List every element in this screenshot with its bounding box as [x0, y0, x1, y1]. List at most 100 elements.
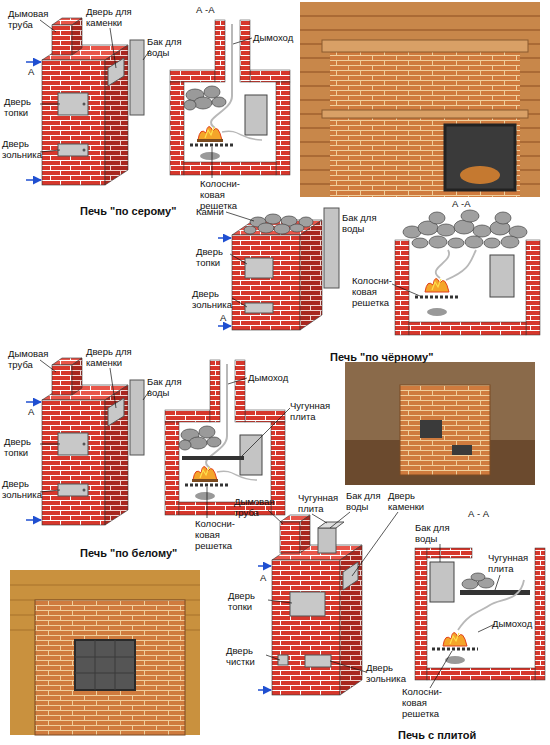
- stone: [212, 97, 226, 107]
- stone: [465, 236, 483, 248]
- part-label: Дверь топки: [4, 436, 42, 458]
- chimney-side: [300, 515, 310, 553]
- stove-side: [105, 45, 128, 185]
- smoke-path: [436, 250, 476, 280]
- stones: [403, 210, 527, 248]
- part-label: Бак для воды: [342, 212, 387, 234]
- stone: [437, 224, 455, 236]
- part-label: Дверь зольника: [192, 288, 232, 310]
- fireplace-door: [445, 125, 515, 190]
- part-label: Дымоход: [492, 618, 536, 629]
- stove-caption: Печь с плитой: [398, 730, 518, 741]
- stone: [484, 238, 500, 248]
- stove-door: [452, 445, 472, 455]
- stove-caption: Печь "по серому": [80, 206, 210, 217]
- ash: [200, 152, 220, 160]
- section-arrow: [258, 689, 271, 691]
- smoke-path: [222, 131, 262, 140]
- stove-door: [420, 420, 442, 438]
- chimney-side: [72, 18, 82, 55]
- stones: [244, 214, 313, 234]
- section-interior: [427, 558, 535, 668]
- leader-line: [266, 510, 398, 672]
- part-label: Бак для воды: [415, 522, 460, 544]
- leader-line: [226, 212, 254, 307]
- stove-section: [392, 210, 540, 335]
- stove-cornice: [322, 40, 528, 52]
- leader-line: [242, 408, 290, 456]
- stone: [461, 210, 479, 222]
- door-grid: [75, 640, 135, 690]
- water-tank: [318, 528, 336, 553]
- stove-side: [300, 220, 322, 330]
- photo-background: [300, 2, 540, 197]
- ash: [427, 308, 447, 316]
- brick-wall: [395, 240, 409, 335]
- stove-photo: [300, 2, 540, 197]
- stove-front: [42, 60, 105, 185]
- stone: [290, 224, 304, 232]
- stone: [429, 236, 447, 248]
- part-label: Дверь топки: [4, 96, 42, 118]
- leader-line: [212, 38, 252, 178]
- stove-caption: Печь "по чёрному": [330, 352, 470, 363]
- stove-mass: [35, 600, 185, 735]
- part-label: Дымоход: [253, 32, 297, 43]
- section-arrow: [26, 179, 41, 181]
- cast-iron-door: [75, 640, 135, 690]
- brick-wall: [276, 82, 290, 175]
- stones: [462, 573, 494, 589]
- water-tank: [324, 208, 339, 288]
- brick-wall: [427, 668, 535, 680]
- section-arrow: [218, 325, 231, 327]
- stove-mass: [400, 385, 490, 475]
- door-knob: [83, 103, 86, 106]
- stove-mass: [330, 50, 520, 197]
- part-label: Дверь топки: [196, 246, 230, 268]
- stone: [412, 238, 428, 248]
- part-label: Дымоход: [248, 372, 292, 383]
- section-arrow: [26, 61, 41, 63]
- part-label: Бак для воды: [147, 36, 191, 58]
- part-label: Дверь для каменки: [86, 6, 144, 28]
- part-label: Чугунная плита: [488, 552, 532, 574]
- stone: [448, 238, 464, 248]
- stone: [471, 573, 485, 581]
- part-label: Бак для воды: [346, 490, 386, 512]
- part-label: Дымовая труба: [234, 496, 280, 518]
- stove-exterior: [26, 18, 150, 185]
- stove-exterior: [26, 358, 150, 525]
- brick-wall: [427, 548, 472, 558]
- stones: [184, 86, 226, 110]
- brick-wall: [170, 70, 215, 82]
- flue-wall: [240, 20, 250, 82]
- stove-exterior: [218, 208, 339, 330]
- ash-door: [245, 303, 273, 313]
- water-tank: [430, 562, 454, 602]
- stone: [244, 226, 256, 234]
- fire-grate: [432, 648, 478, 651]
- part-label: Колосни- ковая решетка: [195, 518, 247, 551]
- stone: [429, 212, 445, 224]
- water-tank: [245, 95, 267, 135]
- stone: [501, 236, 519, 248]
- stone: [184, 100, 196, 110]
- brick-wall: [409, 322, 526, 335]
- cast-iron-plate: [182, 456, 244, 460]
- section-arrow: [218, 237, 231, 239]
- stove-section: [165, 360, 285, 518]
- part-label: Бак для воды: [147, 376, 191, 398]
- section-interior: [409, 240, 526, 322]
- part-label: А -А: [196, 4, 236, 15]
- stove-side: [340, 545, 362, 695]
- stone: [204, 86, 220, 98]
- firebox-door: [245, 258, 273, 278]
- brick-wall: [184, 162, 276, 175]
- firewood: [197, 139, 223, 142]
- smoke-path: [211, 24, 232, 128]
- water-tank: [130, 40, 144, 115]
- brick-wall: [415, 548, 427, 680]
- fire: [450, 633, 459, 644]
- chimney-front: [52, 25, 72, 55]
